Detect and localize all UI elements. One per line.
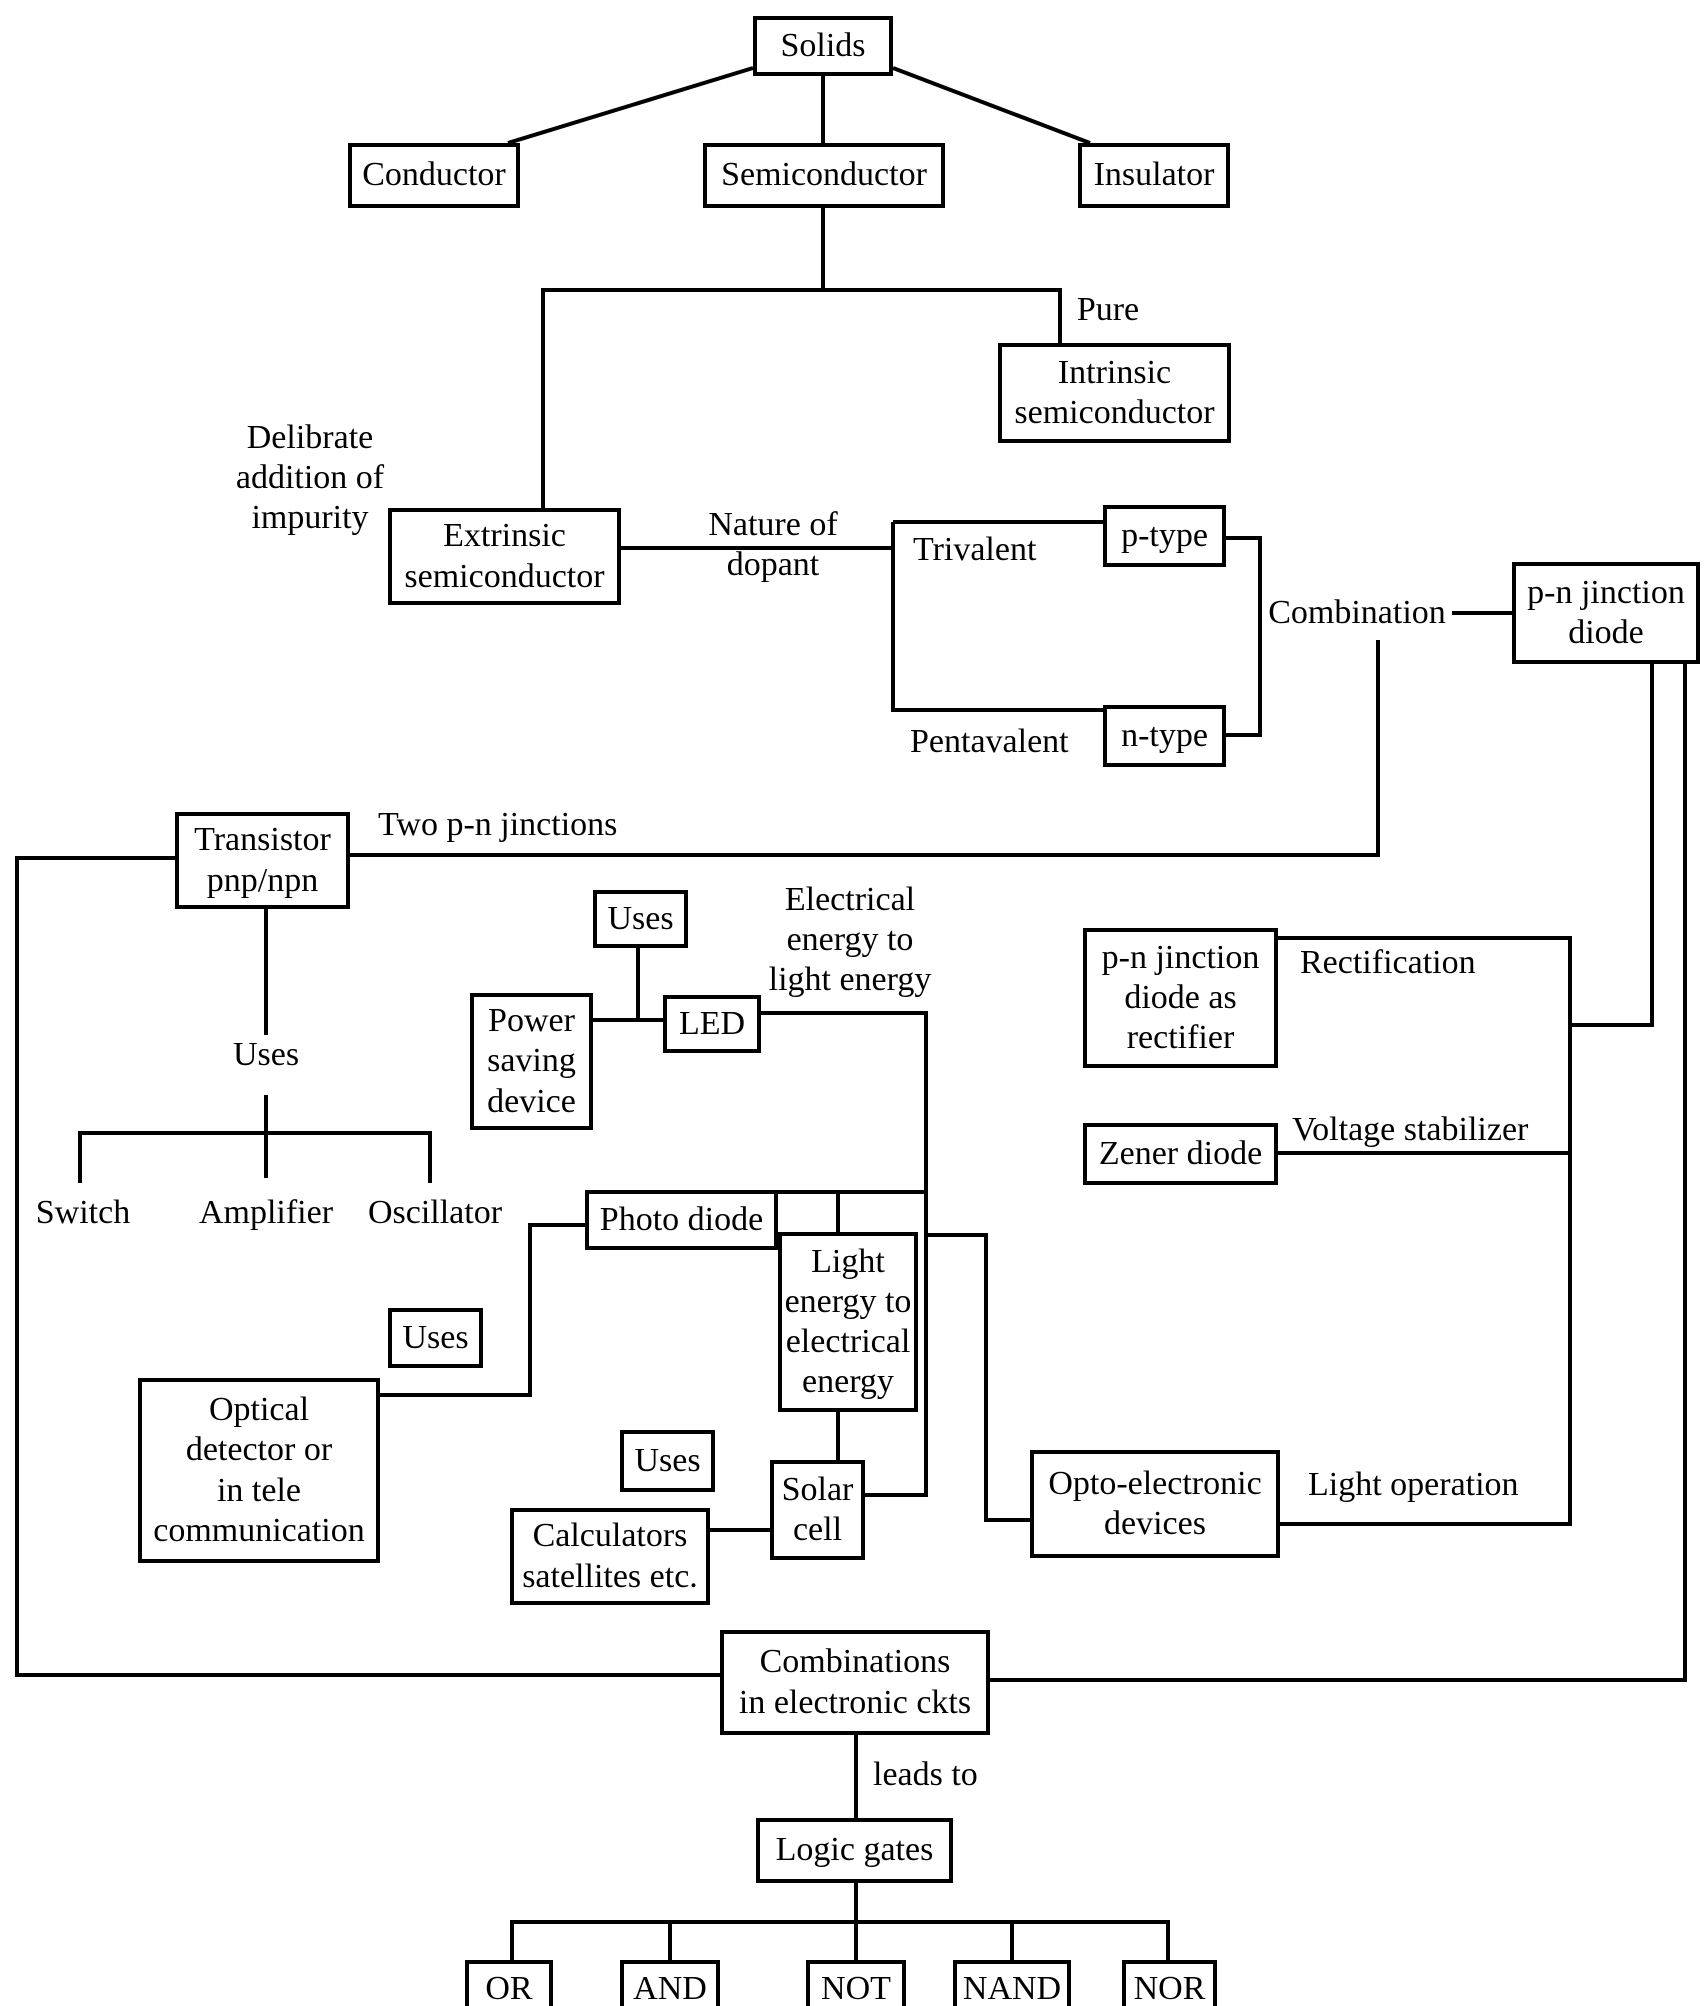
conductor-box: Conductor [348,143,520,208]
oscillator-label: Oscillator [367,1194,503,1231]
light-to-electrical-energy-box: Light energy to electrical energy [778,1232,918,1412]
power-saving-device-box: Power saving device [470,993,593,1130]
solar-cell-box: Solar cell [770,1460,865,1560]
insulator-box: Insulator [1078,143,1230,208]
uses-transistor-label: Uses [216,1035,316,1076]
nand-gate-box: NAND [953,1960,1071,2006]
opto-electronic-devices-box: Opto-electronic devices [1030,1450,1280,1558]
zener-diode-box: Zener diode [1083,1123,1278,1185]
rectification-label: Rectification [1300,944,1476,981]
uses-solar-box: Uses [620,1430,715,1492]
calculators-satellites-box: Calculators satellites etc. [510,1508,710,1605]
uses-photo-box: Uses [388,1308,483,1368]
pn-junction-rectifier-box: p-n jinction diode as rectifier [1083,928,1278,1068]
pn-junction-diode-box: p-n jinction diode [1512,562,1700,664]
amplifier-label: Amplifier [198,1194,334,1231]
semiconductor-box: Semiconductor [703,143,945,208]
leads-to-label: leads to [873,1756,978,1793]
combination-label: Combination [1262,593,1452,634]
optical-detector-box: Optical detector or in tele communicatio… [138,1378,380,1563]
p-type-box: p-type [1103,505,1226,567]
voltage-stabilizer-label: Voltage stabilizer [1292,1111,1529,1148]
two-pn-junctions-label: Two p-n jinctions [378,806,618,843]
nature-of-dopant-label: Nature of dopant [708,506,838,584]
n-type-box: n-type [1103,705,1226,767]
or-gate-box: OR [465,1960,553,2006]
uses-led-box: Uses [593,890,688,948]
transistor-box: Transistor pnp/npn [175,812,350,909]
not-gate-box: NOT [806,1960,906,2006]
pure-label: Pure [1076,291,1140,328]
trivalent-label: Trivalent [913,531,1037,568]
combinations-electronic-circuits-box: Combinations in electronic ckts [720,1630,990,1735]
logic-gates-box: Logic gates [756,1818,953,1883]
nor-gate-box: NOR [1122,1960,1217,2006]
led-box: LED [663,995,761,1053]
deliberate-addition-label: Delibrate addition of impurity [235,419,385,537]
intrinsic-semiconductor-box: Intrinsic semiconductor [998,343,1231,443]
extrinsic-semiconductor-box: Extrinsic semiconductor [388,508,621,605]
solids-box: Solids [753,16,893,76]
pentavalent-label: Pentavalent [910,723,1069,760]
switch-label: Switch [35,1194,131,1231]
photo-diode-box: Photo diode [585,1190,778,1250]
light-operation-label: Light operation [1308,1466,1519,1503]
electrical-to-light-label: Electrical energy to light energy [768,881,932,999]
and-gate-box: AND [620,1960,720,2006]
